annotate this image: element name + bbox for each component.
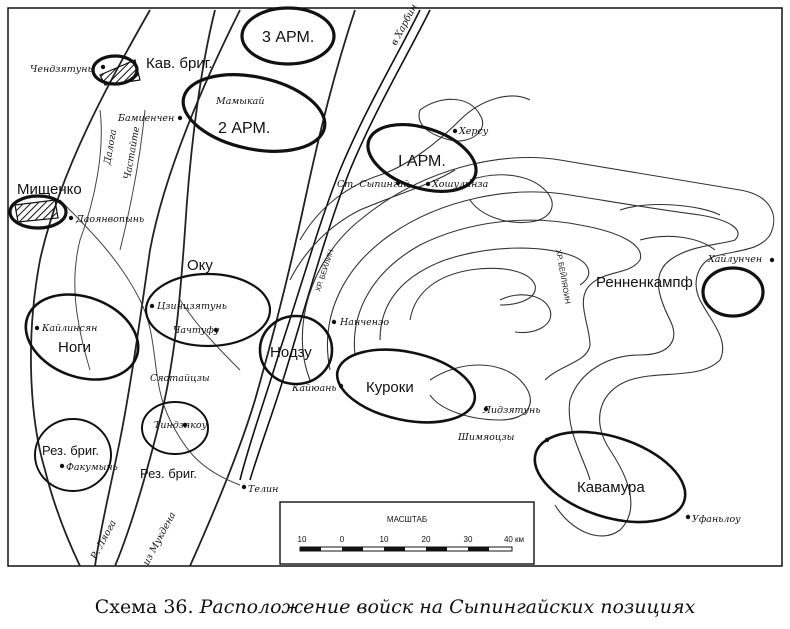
- scale-tick-1: 0: [340, 535, 345, 544]
- caption-prefix: Схема 36.: [94, 596, 194, 618]
- scale-box: МАСШТАБ 10 0 10 20 30 40 км: [279, 501, 535, 565]
- rennenkampf-ellipse: [701, 266, 765, 318]
- scale-title: МАСШТАБ: [387, 515, 427, 524]
- label-nodzu: Нодзу: [270, 344, 312, 361]
- label-kav-brig: Кав. бриг.: [146, 55, 213, 72]
- formation-outlines: [8, 6, 765, 524]
- label-shimyaotszy: Шимяоцзы: [457, 432, 515, 443]
- label-arm1: I АРМ.: [398, 153, 446, 170]
- label-mukden: из Мукдена: [141, 510, 178, 567]
- label-mamykay: Мамыкай: [215, 96, 264, 107]
- place-markers: [34, 64, 775, 520]
- scale-tick-3: 20: [422, 535, 431, 544]
- map-canvas: 3 АРМ. 2 АРМ. I АРМ. Кав. бриг. Мищенко …: [7, 2, 783, 567]
- nogi-ellipse: [24, 293, 140, 381]
- label-chachtufu: Чачтуфу: [173, 325, 220, 336]
- label-arm2: 2 АРМ.: [218, 120, 270, 137]
- label-khaylunchen: Хайлунчен: [707, 254, 762, 265]
- map-frame: [7, 7, 783, 567]
- nodzu-ellipse: [258, 314, 334, 386]
- label-rez-brig-2: Рез. бриг.: [140, 466, 197, 481]
- label-kayuan: Кайюань: [291, 383, 337, 394]
- label-tindzyakou: Тиндзякоу: [154, 420, 208, 431]
- oku-ellipse: [144, 272, 272, 348]
- ridge-contours: [289, 95, 775, 537]
- label-rez-brig-1: Рез. бриг.: [42, 443, 99, 458]
- figure-caption: Схема 36. Расположение войск на Сыпингай…: [0, 596, 790, 618]
- label-syaotaytszy: Сяотайцзы: [150, 373, 210, 384]
- label-arm3: 3 АРМ.: [262, 29, 314, 46]
- scale-tick-4: 30: [464, 535, 473, 544]
- label-st-sypingay: Ст. Сыпингай: [337, 179, 409, 190]
- scale-tick-5: 40 км: [504, 535, 524, 544]
- arm1-ellipse: [366, 123, 478, 193]
- arm2-ellipse: [181, 73, 327, 153]
- label-khersu: Херсу: [458, 126, 489, 137]
- label-khr-beylyaoin: ХР. БЕЙЛЯОИН: [554, 249, 572, 305]
- kav-brig-ellipse: [91, 54, 139, 86]
- label-khoshulinza: Хошулинза: [431, 179, 489, 190]
- mishchenko-patch: [14, 199, 59, 223]
- label-chendyatun: Чендзятунь: [30, 64, 93, 75]
- label-kaylinsyan: Кайлинсян: [41, 323, 97, 334]
- scale-tick-0: 10: [298, 535, 307, 544]
- label-kuroki: Куроки: [366, 379, 414, 396]
- railway: [239, 9, 431, 481]
- label-telin: Телин: [248, 484, 278, 495]
- label-daoyanvopyn: Даоянвопынь: [75, 214, 144, 225]
- kuroki-ellipse: [335, 348, 477, 424]
- label-tsintsyatun: Цзинцзятунь: [157, 301, 227, 312]
- arm3-ellipse: [240, 6, 336, 66]
- mishchenko-ellipse: [8, 194, 68, 230]
- kavamura-ellipse: [533, 430, 687, 524]
- scale-tick-2: 10: [380, 535, 389, 544]
- label-mishchenko: Мищенко: [17, 181, 82, 198]
- label-nogi: Ноги: [58, 339, 91, 356]
- label-bamienchen: Бамиенчен: [117, 113, 174, 124]
- label-nanchenzo: Нанченэо: [339, 317, 389, 328]
- rez-brig-1-ellipse: [34, 418, 112, 492]
- label-rennenkampf: Ренненкампф: [596, 274, 693, 291]
- river-central: [114, 9, 356, 567]
- label-fakumyn: Факумынь: [66, 462, 118, 473]
- label-oku: Оку: [187, 257, 213, 274]
- rez-brig-2-ellipse: [141, 401, 209, 455]
- river-lyao: [30, 9, 241, 567]
- caption-title: Расположение войск на Сыпингайских позиц…: [199, 596, 696, 618]
- tributaries: [59, 109, 241, 486]
- label-kavamura: Кавамура: [577, 479, 645, 496]
- label-lidzyatun: Лидзятунь: [482, 405, 541, 416]
- label-r-lyaoga: Р. Ляога: [88, 518, 118, 562]
- label-r-daloga: Далога: [102, 128, 119, 166]
- label-ufanlou: Уфаньлоу: [692, 514, 741, 525]
